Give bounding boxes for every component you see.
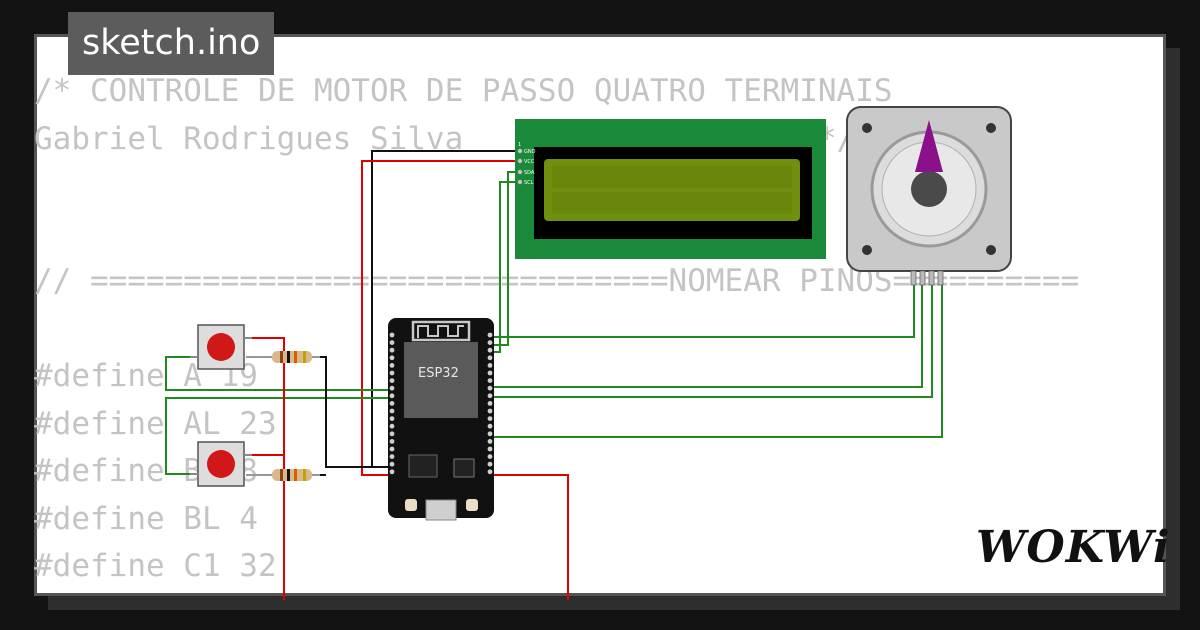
esp32-pin bbox=[487, 378, 493, 383]
code-line: /* CONTROLE DE MOTOR DE PASSO QUATRO TER… bbox=[34, 73, 893, 109]
wire-green-motor-2[interactable] bbox=[492, 270, 923, 388]
code-editor: /* CONTROLE DE MOTOR DE PASSO QUATRO TER… bbox=[34, 68, 1079, 591]
esp32-pin bbox=[487, 370, 493, 376]
wire-red-vcc-lcd[interactable] bbox=[361, 160, 518, 476]
lcd-pin-gnd: GND bbox=[524, 149, 536, 155]
esp32-pin bbox=[389, 439, 395, 444]
wire-green-button-2[interactable] bbox=[165, 397, 392, 475]
esp32-pin bbox=[487, 446, 493, 452]
file-tab[interactable]: sketch.ino bbox=[68, 12, 275, 75]
esp32-pin bbox=[487, 332, 493, 338]
lcd-pin-vcc: VCC bbox=[524, 159, 535, 165]
esp32-label: ESP32 bbox=[418, 366, 459, 381]
esp32-pin bbox=[389, 469, 395, 475]
esp32-pin bbox=[389, 355, 395, 361]
lcd-pin-sda: SDA bbox=[524, 170, 535, 176]
esp32-pin-headers bbox=[389, 332, 493, 475]
motor-shaft-pointer-icon bbox=[915, 120, 943, 172]
esp32-pin bbox=[487, 385, 493, 391]
esp32-pin bbox=[487, 355, 493, 361]
esp32-pin bbox=[389, 416, 395, 421]
esp32-pin bbox=[487, 363, 493, 368]
esp32-pin bbox=[487, 431, 493, 437]
wire-green-motor-3[interactable] bbox=[492, 270, 933, 398]
svg-text:1: 1 bbox=[518, 142, 521, 148]
resistor-2[interactable] bbox=[246, 469, 320, 481]
esp32-pin bbox=[487, 393, 493, 399]
push-button-1[interactable] bbox=[190, 324, 252, 370]
wokwi-logo: WOKWi bbox=[976, 522, 1171, 573]
esp32-pin bbox=[487, 454, 493, 459]
esp32-pin bbox=[389, 332, 395, 338]
esp32-pin bbox=[389, 393, 395, 399]
esp32-pin bbox=[487, 347, 493, 353]
esp32-pin bbox=[389, 446, 395, 452]
esp32-pin bbox=[487, 416, 493, 421]
esp32-pin bbox=[389, 423, 395, 429]
wire-green-motor-1[interactable] bbox=[492, 270, 915, 338]
wire-black-resistors[interactable] bbox=[312, 356, 392, 468]
wire-red-esp-out[interactable] bbox=[492, 474, 569, 600]
esp32-pin bbox=[487, 439, 493, 444]
esp32-pin bbox=[487, 461, 493, 467]
esp32-pin bbox=[389, 385, 395, 391]
esp32-pin bbox=[389, 461, 395, 467]
mount-screws bbox=[862, 123, 996, 255]
lcd-pin-scl: SCL bbox=[524, 180, 534, 186]
code-line: #define AL 23 bbox=[34, 405, 277, 442]
esp32-pin bbox=[389, 370, 395, 376]
lcd-1602[interactable]: 1 GND VCC SDA SCL bbox=[515, 119, 826, 259]
esp32-pin bbox=[389, 347, 395, 353]
wire-green-scl[interactable] bbox=[492, 181, 518, 353]
esp32-pin bbox=[487, 408, 493, 414]
push-button-2[interactable] bbox=[190, 441, 252, 487]
esp32-pin bbox=[487, 469, 493, 475]
esp32-pin bbox=[389, 363, 395, 368]
resistor-1[interactable] bbox=[246, 351, 320, 363]
wire-red-buttons[interactable] bbox=[242, 337, 285, 600]
wire-green-motor-4[interactable] bbox=[492, 270, 943, 438]
esp32-pin bbox=[389, 431, 395, 437]
wires bbox=[165, 150, 943, 600]
esp32-pin bbox=[389, 454, 395, 459]
wire-green-button-1[interactable] bbox=[165, 356, 392, 391]
esp32-pin bbox=[389, 378, 395, 383]
wire-green-sda[interactable] bbox=[492, 171, 518, 346]
esp32-board[interactable]: ESP32 bbox=[388, 318, 494, 521]
esp32-pin bbox=[389, 401, 395, 406]
esp32-pin bbox=[389, 408, 395, 414]
code-line: #define C1 32 bbox=[34, 548, 277, 584]
esp32-pin bbox=[487, 401, 493, 406]
esp32-pin bbox=[487, 340, 493, 345]
code-line: #define BL 4 bbox=[34, 500, 258, 537]
esp32-pin bbox=[487, 423, 493, 429]
esp32-pin bbox=[389, 340, 395, 345]
stepper-motor[interactable] bbox=[846, 106, 1012, 286]
